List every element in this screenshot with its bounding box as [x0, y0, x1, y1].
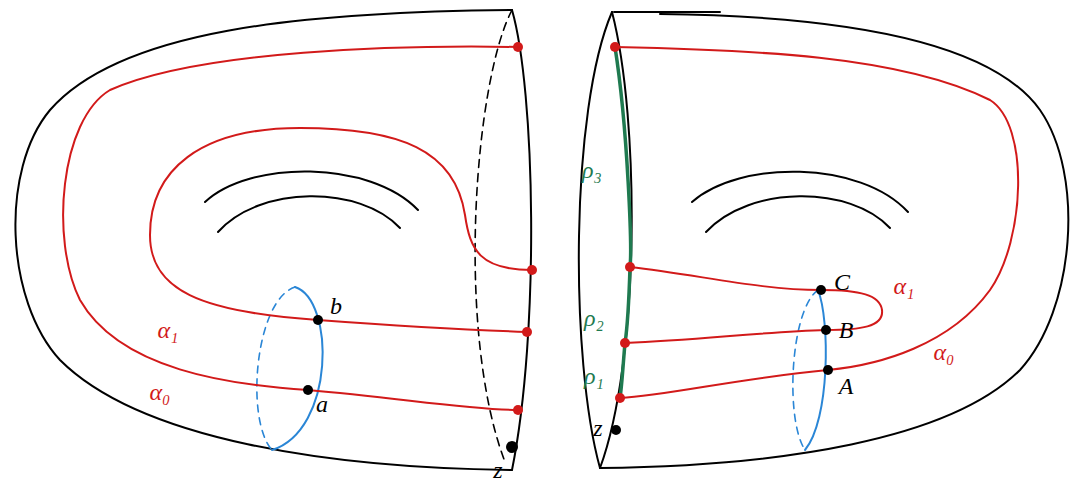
- rho-label: ρ₁: [584, 364, 604, 388]
- alpha-arc: [63, 47, 518, 410]
- boundary-circle: [512, 10, 531, 470]
- point-label: A: [839, 374, 854, 398]
- handle-hole: [218, 196, 400, 232]
- handle-hole: [706, 196, 890, 232]
- point-label: C: [834, 270, 850, 294]
- rho-arc: [615, 47, 630, 398]
- handle-hole: [205, 171, 418, 210]
- point-label: b: [330, 294, 342, 318]
- boundary-circle: [579, 12, 612, 468]
- rho-label: ρ₂: [584, 306, 604, 330]
- beta-circle-back: [793, 290, 818, 450]
- handle-hole: [692, 172, 908, 212]
- surface-outline: [600, 14, 1068, 468]
- beta-circle: [272, 287, 323, 450]
- alpha-label: α₀: [934, 340, 955, 364]
- intersection-points: [303, 285, 833, 453]
- boundary-circle-back: [475, 10, 512, 462]
- point-label: B: [839, 318, 854, 342]
- alpha-endpoints: [513, 42, 635, 415]
- boundary-circle: [600, 12, 632, 468]
- alpha-arc: [625, 267, 882, 343]
- alpha-label: α₁: [894, 274, 915, 298]
- rho-label: ρ₃: [582, 158, 602, 182]
- surface-outline: [15, 10, 512, 470]
- beta-circle-back: [257, 287, 295, 450]
- basepoint-label: z: [593, 416, 602, 440]
- alpha-label: α₁: [158, 318, 179, 342]
- surface-outline: [614, 11, 720, 13]
- point-label: a: [316, 392, 328, 416]
- basepoint-label: z: [493, 458, 502, 482]
- alpha-arc: [615, 47, 1018, 398]
- alpha-arc: [150, 128, 532, 332]
- alpha-label: α₀: [150, 380, 171, 404]
